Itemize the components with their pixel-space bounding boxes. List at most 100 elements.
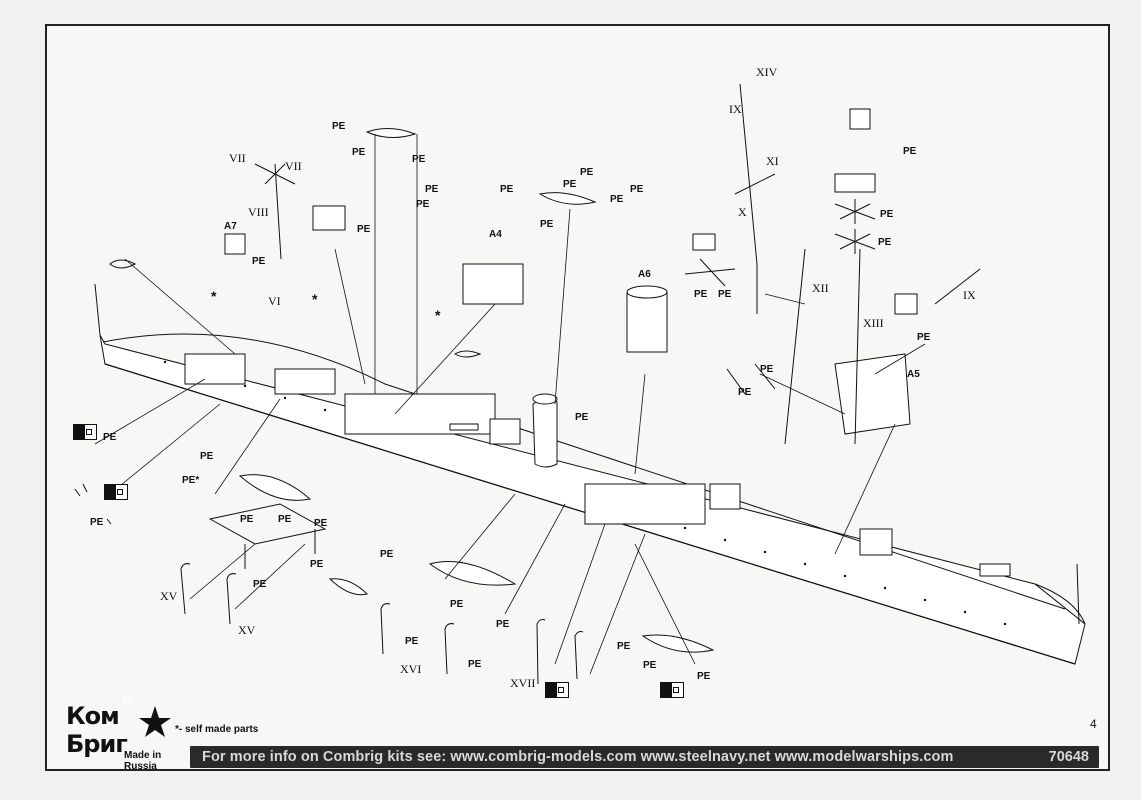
- pe-label: PE: [630, 184, 644, 195]
- pe-label: PE: [90, 517, 104, 528]
- roman-xiii: XIII: [863, 316, 884, 330]
- yard-xi: [734, 173, 776, 195]
- pe-label: PE: [575, 412, 589, 423]
- roman-vii-left: VII: [229, 151, 246, 165]
- davit-xvii-2: [574, 631, 584, 680]
- pe-label: PE: [468, 659, 482, 670]
- pe-rack-2: [979, 563, 1011, 577]
- boat-upper-1: [365, 128, 417, 138]
- asterisk-marker: *: [211, 288, 217, 304]
- part-a7: [224, 233, 246, 255]
- davit-xv-2: [226, 573, 237, 625]
- pe-label: PE: [694, 289, 708, 300]
- mast-ix-xiv: [739, 83, 758, 314]
- view-flag-icon: [545, 682, 569, 698]
- view-flag-icon: [104, 484, 128, 500]
- roman-ix-top: IX: [729, 102, 742, 116]
- turret-aft: [709, 483, 741, 510]
- pe-label: PE: [610, 194, 624, 205]
- logo-star-number: 25: [123, 696, 132, 705]
- pe-label: PE: [760, 364, 774, 375]
- roman-xii: XII: [812, 281, 829, 295]
- davit-xvii-1: [536, 619, 546, 685]
- pe-label: PE: [878, 237, 892, 248]
- part-x-pe: [684, 258, 736, 287]
- pe-label: PE: [903, 146, 917, 157]
- pe-label: PE: [540, 219, 554, 230]
- kit-number: 70648: [1048, 749, 1089, 765]
- pe-label: PE: [200, 451, 214, 462]
- pe-label: PE: [563, 179, 577, 190]
- part-pe-spiral: [109, 259, 482, 358]
- part-bits: [74, 483, 112, 525]
- roman-vii-right: VII: [285, 159, 302, 173]
- pe-label: PE: [643, 660, 657, 671]
- roman-xi: XI: [766, 154, 779, 168]
- asterisk-marker: *: [435, 307, 441, 323]
- part-a5: [834, 353, 911, 435]
- roman-vi: VI: [268, 294, 281, 308]
- boat-upper-2: [538, 192, 597, 205]
- footer-info-text: For more info on Combrig kits see: www.c…: [202, 749, 954, 765]
- hull-bow: [1034, 583, 1086, 625]
- boat-lower-2: [641, 634, 715, 653]
- part-stairs: [726, 363, 776, 395]
- part-star-2: [834, 229, 876, 254]
- pe-label: PE: [718, 289, 732, 300]
- davit-xvi-1: [380, 603, 391, 655]
- mast-viii: [274, 163, 282, 260]
- self-made-legend: *- self made parts: [175, 724, 259, 735]
- combrig-logo: Ком Бриг Made in Russia 25: [66, 694, 186, 772]
- roman-xv-right: XV: [238, 623, 256, 637]
- logo-star: [139, 706, 171, 737]
- forward-superstructure: [184, 353, 246, 385]
- boat-left: [238, 474, 312, 501]
- part-block-top: [312, 205, 346, 231]
- boat-cradle: [208, 503, 327, 569]
- mast-xii: [784, 248, 806, 445]
- pe-rack-1: [449, 423, 479, 431]
- deck-edge: [102, 333, 1066, 610]
- davit-xvi-2: [444, 623, 455, 675]
- pe-label: PE: [314, 518, 328, 529]
- part-label-a5: A5: [907, 369, 920, 380]
- pe-label: PE: [617, 641, 631, 652]
- pe-label: PE: [332, 121, 346, 132]
- pe-label: PE: [405, 636, 419, 647]
- roman-xvii: XVII: [510, 676, 536, 690]
- roman-xvi: XVI: [400, 662, 422, 676]
- yard-ix: [934, 268, 981, 305]
- pe-label: PE: [450, 599, 464, 610]
- tower-a6: [626, 291, 668, 353]
- jackstaff-bow: [94, 283, 101, 336]
- view-flag-icon: [660, 682, 684, 698]
- roman-xiv: XIV: [756, 65, 778, 79]
- pe-label: PE: [496, 619, 510, 630]
- part-a4: [462, 263, 524, 305]
- part-lamp: [692, 233, 716, 251]
- pe-label: PE: [252, 256, 266, 267]
- pe-label: PE: [412, 154, 426, 165]
- turret-stern: [859, 528, 893, 556]
- pe-label: PE: [380, 549, 394, 560]
- ship-assembly-diagram: [74, 83, 1086, 737]
- pe-label: PE: [738, 387, 752, 398]
- pe-label: PE: [240, 514, 254, 525]
- pe-label: PE: [697, 671, 711, 682]
- view-flag-icon: [73, 424, 97, 440]
- logo-text-kom: Ком: [66, 702, 120, 730]
- turret-forward: [489, 418, 521, 445]
- part-label-a6: A6: [638, 269, 651, 280]
- ensign-staff: [1076, 563, 1080, 625]
- part-label-a7: A7: [224, 221, 237, 232]
- pe-label: PE: [880, 209, 894, 220]
- pe-label: PE: [357, 224, 371, 235]
- roman-viii: VIII: [248, 205, 269, 219]
- footer-bar: For more info on Combrig kits see: www.c…: [190, 746, 1099, 768]
- leader-lines: [94, 134, 926, 675]
- logo-text-brig: Бриг: [66, 730, 128, 758]
- part-star-1: [834, 199, 876, 224]
- pe-label: PE*: [182, 475, 200, 486]
- boat-small: [328, 578, 368, 596]
